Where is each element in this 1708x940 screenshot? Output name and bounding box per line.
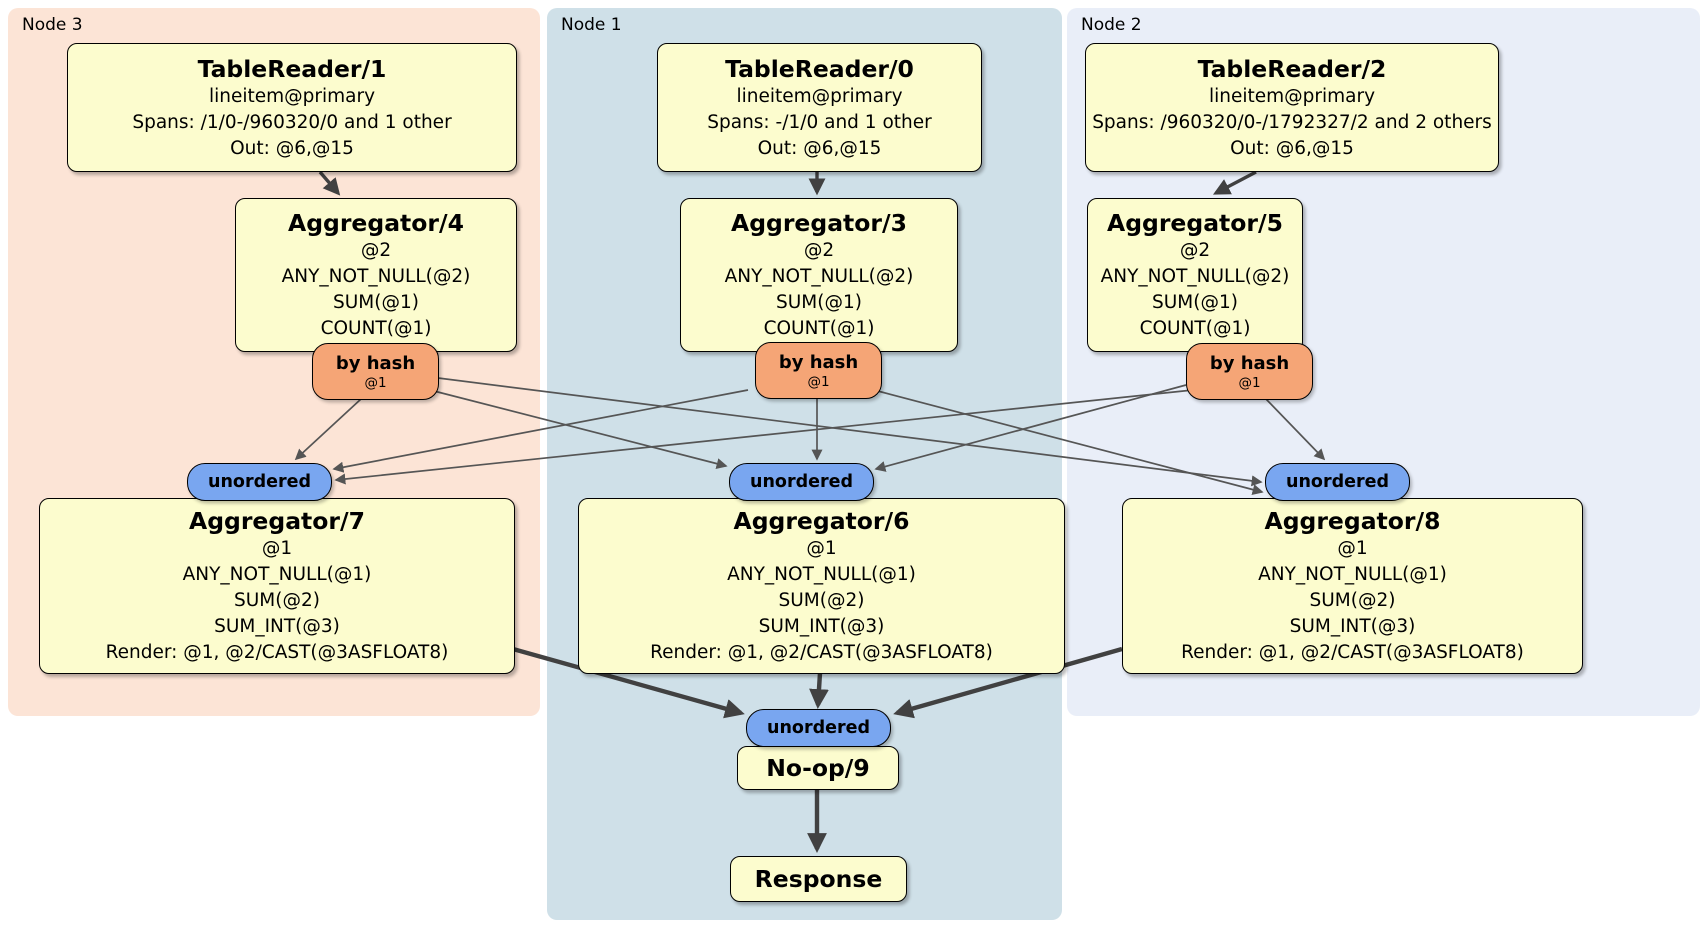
sync-label: unordered: [750, 472, 853, 492]
processor-title: TableReader/1: [197, 54, 387, 83]
processor-title: Response: [754, 865, 883, 893]
processor-title: Aggregator/7: [189, 507, 365, 535]
edge-router2-sync2: [1265, 398, 1326, 461]
processor-line: COUNT(@1): [320, 318, 432, 339]
processor-title: Aggregator/5: [1107, 209, 1283, 237]
processor-line: COUNT(@1): [1139, 318, 1251, 339]
processor-title: Aggregator/8: [1264, 507, 1441, 535]
processor-aggregator-7: Aggregator/7 @1 ANY_NOT_NULL(@1) SUM(@2)…: [39, 498, 515, 674]
processor-line: SUM(@1): [776, 292, 862, 313]
edge-aggregator7-finalsync: [512, 646, 745, 719]
edge-aggregator6-finalsync: [809, 672, 829, 709]
processor-line: SUM(@1): [1152, 292, 1238, 313]
sync-unordered-final: unordered: [746, 709, 891, 747]
processor-line: @1: [261, 538, 293, 559]
sync-label: unordered: [208, 472, 311, 492]
processor-line: @2: [803, 240, 835, 261]
processor-title: No-op/9: [766, 754, 870, 782]
edge-router2-sync3: [334, 389, 1194, 485]
processor-line: SUM_INT(@3): [214, 616, 340, 637]
sync-unordered-node-1: unordered: [729, 463, 874, 501]
sync-unordered-node-3: unordered: [187, 463, 332, 501]
processor-tablereader-0: TableReader/0 lineitem@primary Spans: -/…: [657, 43, 982, 172]
edge-router3-sync2: [437, 377, 1263, 487]
processor-line: Spans: /960320/0-/1792327/2 and 2 others: [1092, 111, 1492, 133]
processor-line: ANY_NOT_NULL(@1): [727, 564, 916, 585]
processor-aggregator-6: Aggregator/6 @1 ANY_NOT_NULL(@1) SUM(@2)…: [578, 498, 1065, 674]
processor-line: ANY_NOT_NULL(@2): [724, 266, 914, 287]
processor-line: ANY_NOT_NULL(@1): [1258, 564, 1447, 585]
processor-line: SUM_INT(@3): [1289, 616, 1416, 637]
processor-title: TableReader/2: [1197, 54, 1387, 83]
hash-router-node-1: by hash @1: [755, 342, 882, 399]
router-detail: @1: [807, 373, 830, 390]
processor-line: ANY_NOT_NULL(@2): [1100, 266, 1290, 287]
edge-router3-sync1: [429, 389, 728, 470]
processor-line: @2: [1179, 240, 1211, 261]
node-group-label: Node 2: [1081, 15, 1142, 35]
edge-tablereader1-aggregator4: [318, 170, 341, 196]
processor-line: ANY_NOT_NULL(@2): [281, 266, 471, 287]
processor-aggregator-5: Aggregator/5 @2 ANY_NOT_NULL(@2) SUM(@1)…: [1087, 198, 1303, 352]
processor-line: Out: @6,@15: [757, 137, 882, 159]
processor-line: @1: [806, 538, 837, 559]
processor-title: Aggregator/3: [731, 209, 907, 237]
processor-line: Render: @1, @2/CAST(@3ASFLOAT8): [650, 642, 993, 663]
router-detail: @1: [364, 374, 387, 391]
processor-line: Spans: -/1/0 and 1 other: [707, 111, 932, 133]
sync-unordered-node-2: unordered: [1265, 463, 1410, 501]
node-group-label: Node 3: [22, 15, 83, 35]
router-label: by hash: [1209, 352, 1290, 374]
sync-label: unordered: [1286, 472, 1389, 492]
processor-aggregator-3: Aggregator/3 @2 ANY_NOT_NULL(@2) SUM(@1)…: [680, 198, 958, 352]
processor-line: @2: [360, 240, 392, 261]
processor-line: Render: @1, @2/CAST(@3ASFLOAT8): [105, 642, 449, 663]
edge-router3-sync3: [294, 398, 362, 461]
processor-line: lineitem@primary: [736, 85, 903, 107]
processor-line: Render: @1, @2/CAST(@3ASFLOAT8): [1181, 642, 1524, 663]
processor-title: TableReader/0: [725, 54, 914, 83]
router-label: by hash: [335, 352, 416, 374]
edge-router2-sync1: [874, 384, 1187, 472]
edge-tablereader2-aggregator5: [1212, 170, 1257, 195]
edge-router1-sync2: [873, 389, 1264, 495]
router-detail: @1: [1238, 374, 1261, 391]
processor-line: SUM(@1): [333, 292, 419, 313]
processor-line: Out: @6,@15: [230, 137, 354, 159]
processor-tablereader-1: TableReader/1 lineitem@primary Spans: /1…: [67, 43, 517, 172]
table-reader-edges: [318, 170, 1257, 196]
processor-title: Aggregator/4: [288, 209, 464, 237]
processor-line: COUNT(@1): [763, 318, 875, 339]
hash-router-node-2: by hash @1: [1186, 343, 1313, 400]
processor-line: SUM_INT(@3): [758, 616, 885, 637]
processor-line: lineitem@primary: [1208, 85, 1376, 107]
processor-line: SUM(@2): [778, 590, 865, 611]
processor-aggregator-4: Aggregator/4 @2 ANY_NOT_NULL(@2) SUM(@1)…: [235, 198, 517, 352]
processor-line: @1: [1337, 538, 1368, 559]
sync-label: unordered: [767, 718, 870, 738]
node-group-label: Node 1: [561, 15, 622, 35]
processor-title: Aggregator/6: [733, 507, 910, 535]
processor-response: Response: [730, 856, 907, 902]
processor-tablereader-2: TableReader/2 lineitem@primary Spans: /9…: [1085, 43, 1499, 172]
final-stage-edges: [512, 646, 1123, 853]
processor-line: SUM(@2): [234, 590, 320, 611]
processor-line: ANY_NOT_NULL(@1): [182, 564, 372, 585]
processor-noop-9: No-op/9: [737, 746, 899, 790]
hash-router-node-3: by hash @1: [312, 343, 439, 400]
processor-line: lineitem@primary: [208, 85, 376, 107]
processor-line: Out: @6,@15: [1230, 137, 1354, 159]
router-label: by hash: [778, 351, 859, 373]
processor-aggregator-8: Aggregator/8 @1 ANY_NOT_NULL(@1) SUM(@2)…: [1122, 498, 1583, 674]
edge-router1-sync3: [332, 389, 749, 473]
hash-router-edges: [294, 377, 1326, 495]
processor-line: SUM(@2): [1309, 590, 1396, 611]
processor-line: Spans: /1/0-/960320/0 and 1 other: [132, 111, 452, 133]
edge-aggregator8-finalsync: [893, 646, 1123, 719]
